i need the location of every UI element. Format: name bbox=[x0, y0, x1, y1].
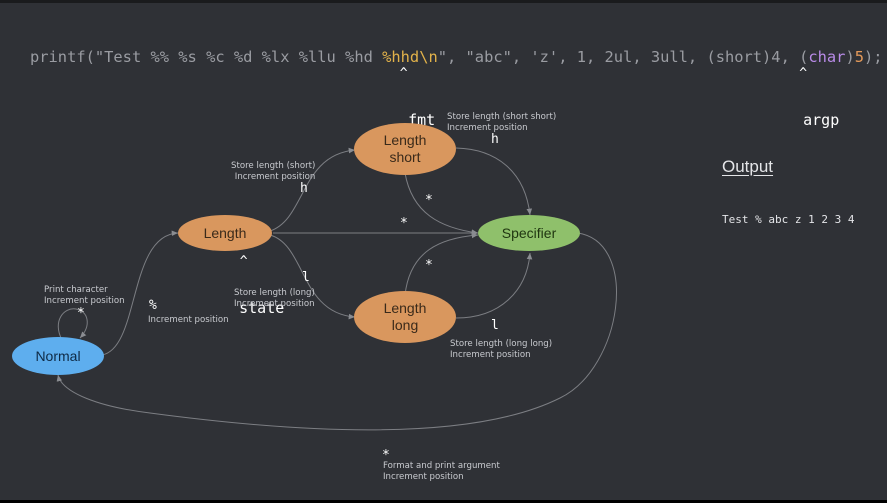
fmt-pointer-caret: ^ bbox=[399, 66, 408, 81]
node-normal-label: Normal bbox=[35, 348, 81, 364]
edge-length-short bbox=[269, 147, 356, 232]
sym-percent: % bbox=[149, 298, 157, 313]
node-specifier bbox=[478, 215, 580, 251]
argp-pointer-label: argp bbox=[803, 111, 840, 129]
state-diagram bbox=[12, 123, 617, 431]
note-self-loop: Print character Increment position bbox=[44, 285, 125, 306]
note-percent: Increment position bbox=[148, 315, 229, 325]
edge-normal-self bbox=[57, 308, 88, 341]
code-token: %hhd\n bbox=[382, 48, 438, 66]
edge-short-specifier bbox=[404, 172, 479, 235]
node-length-short-label: Length short bbox=[383, 132, 427, 165]
state-pointer-label: state bbox=[239, 299, 285, 317]
node-length-long bbox=[354, 291, 456, 343]
edge-long-self bbox=[455, 252, 533, 319]
argp-pointer: ^ argp bbox=[767, 66, 840, 147]
note-hh: Store length (short short) Increment pos… bbox=[447, 112, 557, 133]
code-token: printf( bbox=[30, 48, 95, 66]
code-token: ", "abc", 'z', 1, 2ul, 3ull, (short)4, ( bbox=[437, 48, 809, 66]
edge-long-specifier bbox=[404, 232, 479, 296]
edge-short-self bbox=[455, 147, 533, 216]
sym-self-loop: * bbox=[77, 306, 85, 321]
sym-back: * bbox=[382, 448, 390, 463]
edge-normal-length bbox=[101, 230, 179, 356]
printf-code-line: printf("Test %% %s %c %d %lx %llu %hd %h… bbox=[30, 48, 883, 66]
node-length-label: Length bbox=[203, 225, 247, 241]
edge-specifier-normal bbox=[56, 232, 617, 431]
code-token: ) bbox=[845, 48, 855, 66]
sym-hh: h bbox=[491, 132, 499, 147]
note-l: Store length (long) Increment position bbox=[234, 288, 315, 309]
node-length-short bbox=[354, 123, 456, 175]
node-specifier-label: Specifier bbox=[501, 225, 557, 241]
sym-star-short: * bbox=[425, 193, 433, 208]
node-length-long-label: Length long bbox=[383, 300, 427, 333]
node-length bbox=[178, 215, 272, 251]
state-pointer: ^ state bbox=[203, 254, 285, 335]
sym-h: h bbox=[300, 181, 308, 196]
code-token: "Test %% %s %c %d %lx %llu %hd bbox=[94, 48, 383, 66]
output-title: Output bbox=[722, 157, 774, 176]
sym-star-long: * bbox=[425, 258, 433, 273]
argp-pointer-caret: ^ bbox=[799, 66, 808, 81]
node-normal bbox=[12, 337, 104, 375]
note-back: Format and print argument Increment posi… bbox=[383, 461, 500, 482]
sym-ll: l bbox=[491, 318, 499, 333]
output-text: Test % abc z 1 2 3 4 bbox=[722, 213, 855, 226]
note-h: Store length (short) Increment position bbox=[231, 161, 316, 182]
code-token: char bbox=[808, 48, 846, 66]
sym-l: l bbox=[302, 270, 310, 285]
state-pointer-caret: ^ bbox=[239, 254, 248, 269]
code-token: ); bbox=[864, 48, 883, 66]
note-ll: Store length (long long) Increment posit… bbox=[450, 339, 553, 360]
edge-length-long bbox=[269, 234, 356, 320]
code-token: 5 bbox=[854, 48, 865, 66]
sym-star-direct: * bbox=[400, 216, 408, 231]
